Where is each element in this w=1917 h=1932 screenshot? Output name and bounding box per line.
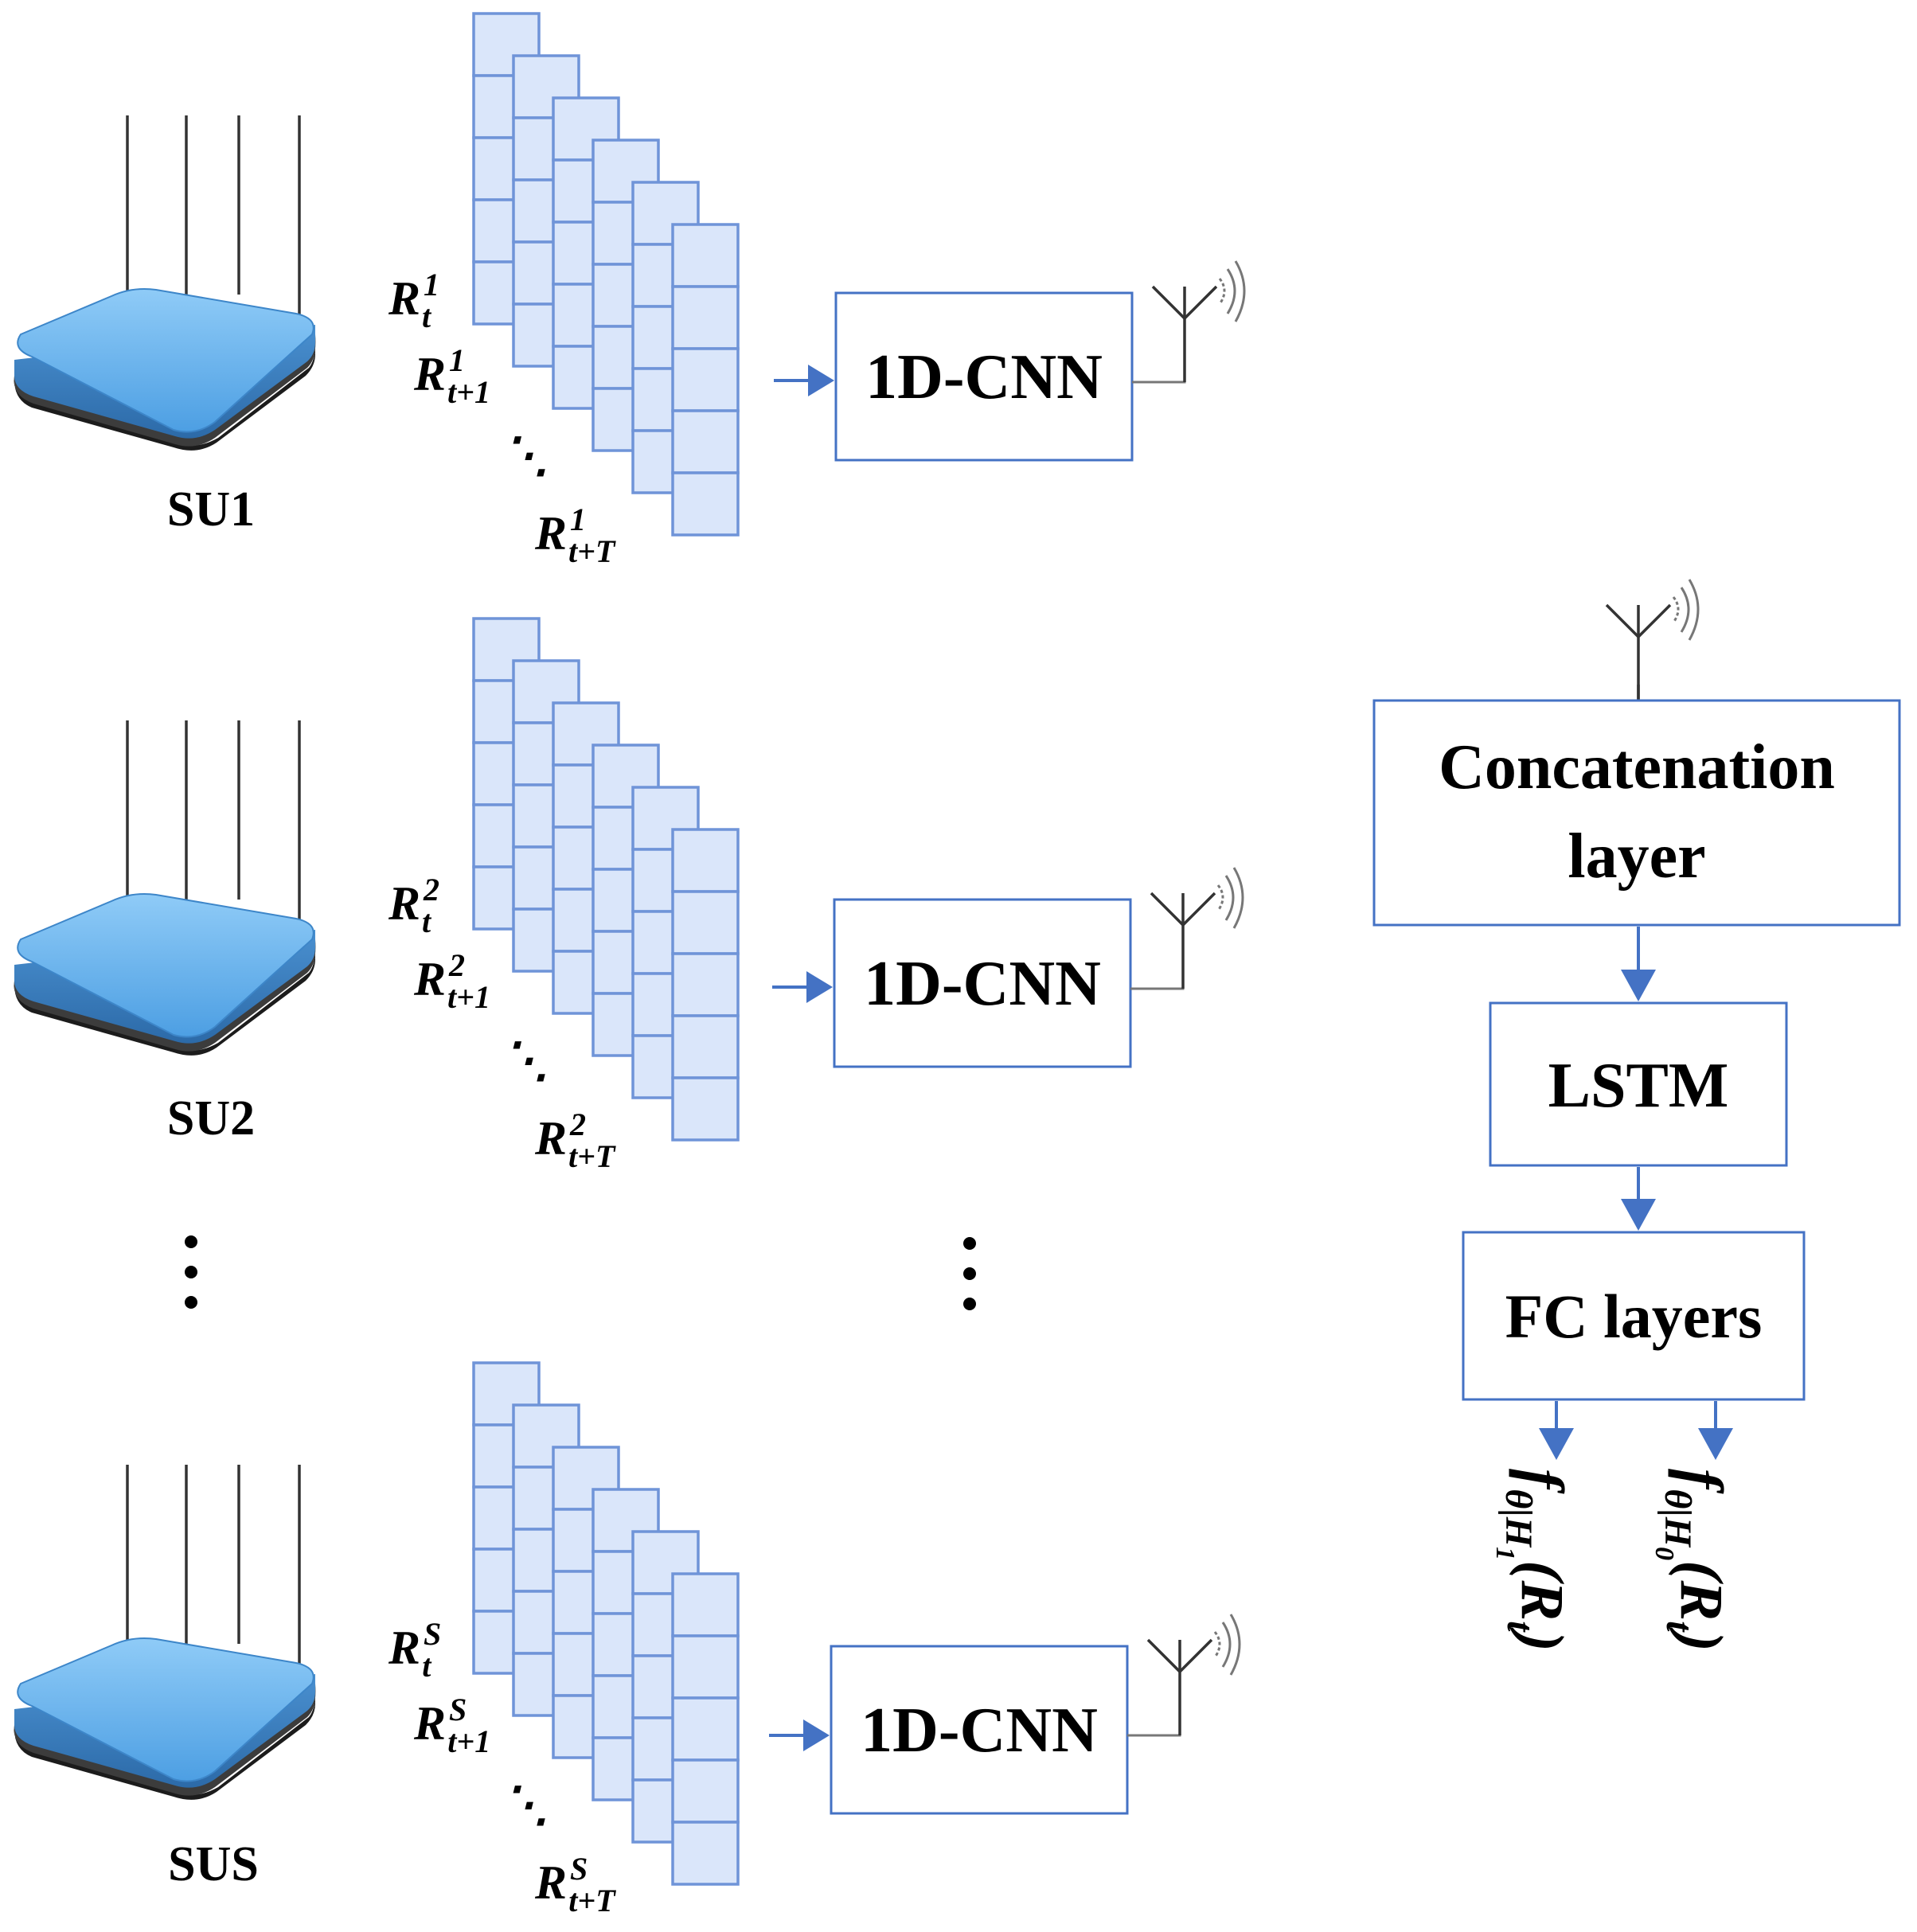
svg-text:fθ|H1(Rt): fθ|H1(Rt) [1490,1469,1575,1652]
frame-cell [671,1014,740,1079]
arrow-head [1621,970,1656,1001]
antenna-feed [1130,925,1185,990]
antenna-icon [1150,866,1244,990]
frame-cell [671,347,740,412]
frame-cell [671,1572,740,1637]
frame-stack [472,12,740,537]
frame-stack [472,617,740,1142]
cnn-box [830,1645,1129,1815]
station-label: SU1 [167,482,255,537]
svg-text:fθ|H0(Rt): fθ|H0(Rt) [1650,1469,1735,1652]
cnn-label: 1D-CNN [865,342,1103,412]
fusion-center: Concatenation layer LSTM FC layers fθ|H1… [1372,578,1901,1652]
frame-ellipsis: ⋱ [502,1034,549,1087]
router-icon [12,719,318,1057]
frame-cell [671,890,740,955]
output-h1: fθ|H1(Rt) [1490,1469,1575,1652]
concatenation-label-line2: layer [1568,822,1705,892]
frame-cell [671,285,740,350]
fc-label: FC layers [1505,1282,1763,1351]
arrow-head [803,1719,830,1751]
vertical-ellipsis-right [963,1237,976,1310]
frame-cell [671,952,740,1017]
antenna-feed [1132,318,1186,384]
frame-cell [671,1821,740,1886]
frame-cell [671,1758,740,1824]
antenna-icon [1146,1613,1241,1737]
arrow-head [1698,1428,1733,1460]
arrow-head [806,971,833,1003]
frame-cell [671,409,740,474]
lstm-box [1489,1001,1788,1167]
frame-cell [671,223,740,288]
frame-ellipsis: ⋱ [502,429,549,482]
frame-cell [512,1403,580,1469]
fc-box [1462,1231,1806,1401]
concatenation-label-line1: Concatenation [1439,732,1835,802]
cnn-box [833,898,1132,1068]
frame-cell [552,701,620,767]
cnn-box [834,291,1134,462]
concatenation-box [1372,699,1901,927]
vertical-ellipsis-left [185,1235,197,1309]
frame-cell [671,471,740,537]
lstm-label: LSTM [1548,1051,1729,1121]
router-icon [12,1463,318,1801]
cnn-label: 1D-CNN [864,949,1101,1019]
frame-ellipsis: ⋱ [502,1778,549,1831]
station-label: SU2 [167,1091,255,1146]
antenna-icon [1605,578,1700,702]
antenna-icon [1151,260,1246,384]
arrow-head [1539,1428,1574,1460]
router-icon [12,114,318,452]
antenna-feed [1127,1672,1181,1737]
frame-cell [472,617,541,682]
frame-cell [671,1634,740,1700]
frame-cell [671,828,740,893]
frame-stack [472,1361,740,1886]
cnn-label: 1D-CNN [861,1696,1098,1766]
station-label: SUS [168,1837,259,1891]
output-h0: fθ|H0(Rt) [1650,1469,1735,1652]
frame-cell [671,1076,740,1142]
arrow-head [808,365,834,396]
arrow-head [1621,1199,1656,1231]
frame-cell [671,1696,740,1762]
